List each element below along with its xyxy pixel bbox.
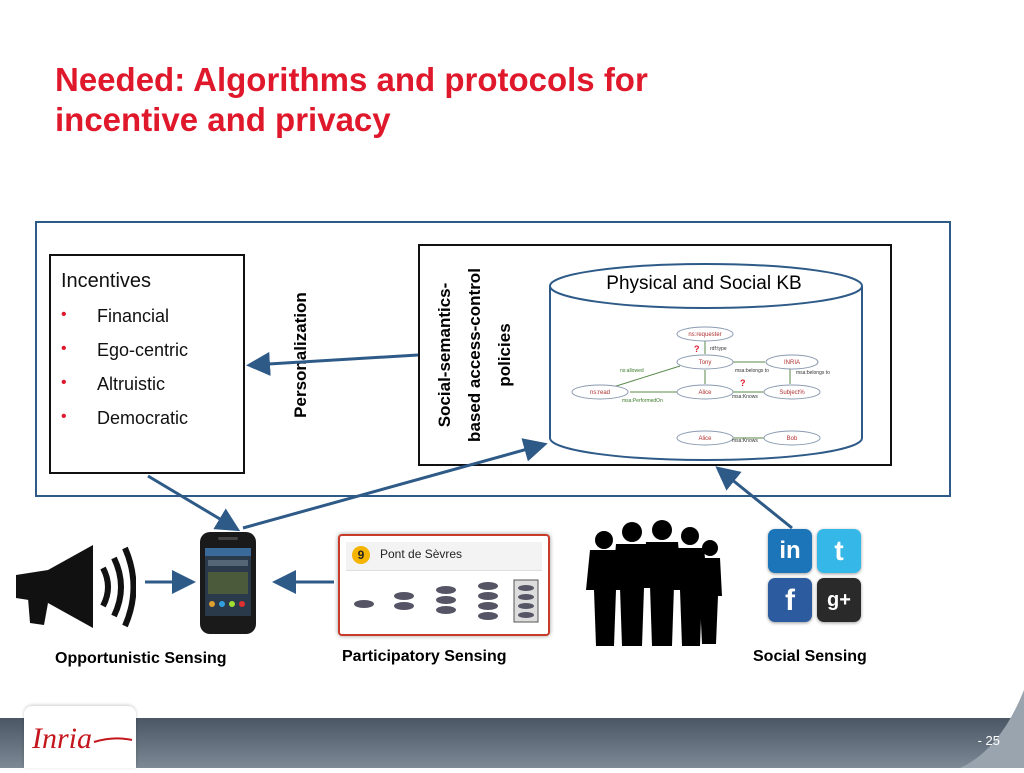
graph-node: Bob xyxy=(787,436,798,442)
graph-node: Subject% xyxy=(779,390,805,396)
incentives-heading: Incentives xyxy=(61,270,152,292)
incentives-box: Incentives Financial Ego-centric Altruis… xyxy=(49,254,245,474)
graph-edge-label: msa:Knows xyxy=(732,394,758,400)
graph-question-mark: ? xyxy=(694,344,700,354)
graph-edge-label: ns:allowed xyxy=(620,368,644,374)
smartphone-icon xyxy=(200,532,256,634)
caption-opportunistic: Opportunistic Sensing xyxy=(55,650,227,667)
semantic-graph: ns:requester Tony INRIA ns:read Alice Su… xyxy=(571,326,830,446)
graph-node: INRIA xyxy=(784,360,800,366)
graph-edge-label: msa:PerformedOn xyxy=(622,398,663,404)
app-header: 9 Pont de Sèvres xyxy=(346,542,542,571)
graph-question-mark: ? xyxy=(740,378,746,388)
incentive-item: Financial xyxy=(61,306,188,340)
incentive-item: Democratic xyxy=(61,408,188,442)
arrow-to-incentives xyxy=(246,351,419,376)
slide-title-line1: Needed: Algorithms and protocols for xyxy=(55,61,648,98)
caption-participatory: Participatory Sensing xyxy=(342,648,507,665)
page-number: - 25 xyxy=(977,733,1000,748)
graph-node: ns:requester xyxy=(688,332,721,338)
incentive-item: Altruistic xyxy=(61,374,188,408)
arrow-social-to-kb xyxy=(715,466,793,530)
google-plus-icon: g+ xyxy=(817,578,861,622)
place-name: Pont de Sèvres xyxy=(380,547,463,561)
graph-edge-label: msa:Knows xyxy=(732,438,758,444)
participatory-app-card: 9 Pont de Sèvres xyxy=(338,534,550,636)
diagram-frame xyxy=(35,221,951,497)
footer-curve xyxy=(960,690,1024,768)
graph-node: Alice xyxy=(698,390,712,396)
graph-node: Tony xyxy=(699,360,712,366)
twitter-icon: t xyxy=(817,529,861,573)
incentives-list: Financial Ego-centric Altruistic Democra… xyxy=(61,306,188,442)
slide-title-line2: incentive and privacy xyxy=(55,101,391,138)
occupancy-icons xyxy=(354,579,539,623)
svg-text:Inria: Inria xyxy=(31,722,92,755)
graph-edge-label: rdf:type xyxy=(710,346,727,352)
graph-node: ns:read xyxy=(590,390,610,396)
footer-bar xyxy=(0,718,1024,768)
knowledge-base-cylinder xyxy=(549,263,863,461)
graph-node: Alice xyxy=(698,436,712,442)
incentive-item: Ego-centric xyxy=(61,340,188,374)
graph-edge-label: msa:belongs to xyxy=(735,368,769,374)
slide-title: Needed: Algorithms and protocols for inc… xyxy=(55,60,955,140)
graph-edge-label: msa:belongs to xyxy=(796,370,830,376)
facebook-icon: f xyxy=(768,578,812,622)
megaphone-icon xyxy=(16,545,136,628)
linkedin-icon: in xyxy=(768,529,812,573)
people-silhouette-icon xyxy=(586,520,722,646)
arrow-incentives-to-phone xyxy=(147,474,241,532)
kb-title: Physical and Social KB xyxy=(606,273,802,294)
line-badge: 9 xyxy=(352,546,370,564)
inria-logo: Inria xyxy=(24,706,136,768)
arrow-phone-to-policies xyxy=(242,438,548,530)
caption-social: Social Sensing xyxy=(753,648,867,665)
